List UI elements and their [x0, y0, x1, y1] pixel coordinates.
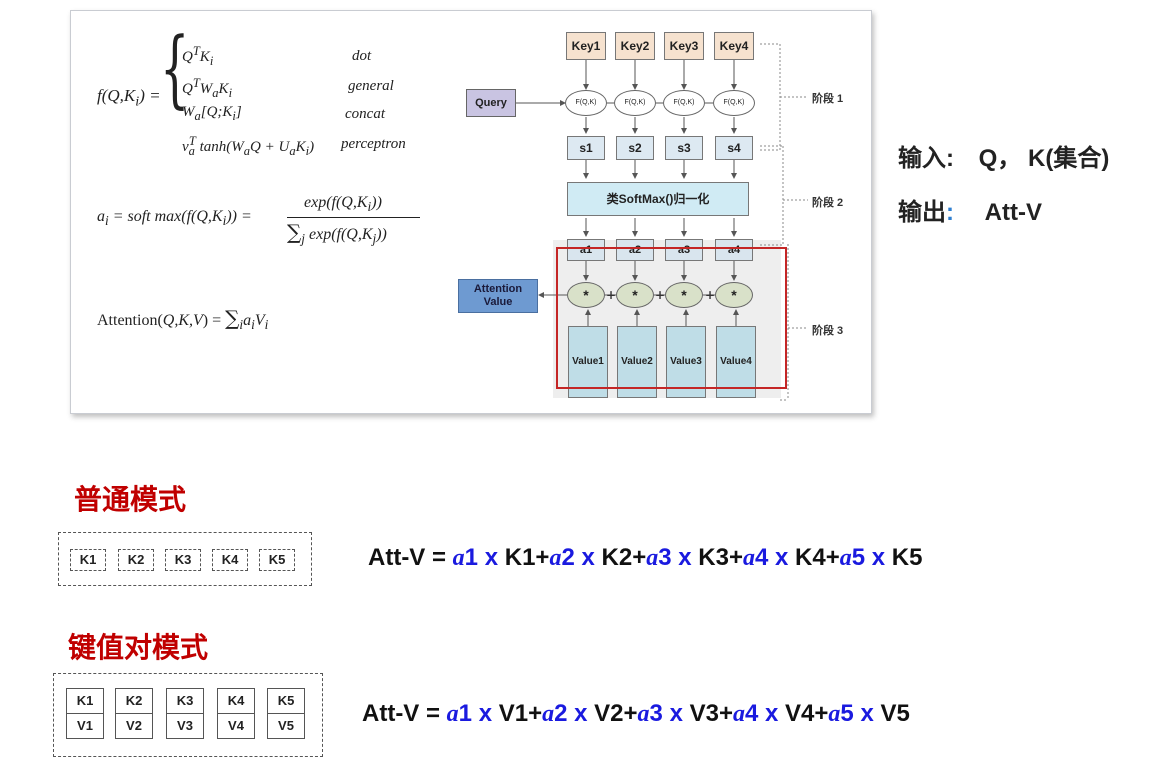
equation-term: a4 x V4+: [732, 700, 829, 727]
kv-value-4: V4: [217, 713, 255, 739]
kv-key-3: K3: [166, 688, 204, 714]
formula-a-fraction-bar: [287, 217, 420, 218]
formula-f-case-dot: QTKi: [182, 44, 214, 68]
stage-label-1: 阶段 1: [812, 93, 844, 105]
query-box: Query: [466, 89, 516, 117]
formula-f-lhs: f(Q,Ki) =: [97, 86, 161, 110]
equation-term: a5 x V5: [828, 700, 910, 727]
f-qk-node-4: F(Q,K): [713, 90, 755, 116]
equation-term: a4 x K4+: [742, 544, 840, 571]
equation-term: a2 x K2+: [549, 544, 647, 571]
kv-key-2: K2: [115, 688, 153, 714]
output-colon: :: [946, 199, 954, 226]
equation-term: a1 x V1+: [446, 700, 543, 727]
stage-label-3: 阶段 3: [812, 325, 844, 337]
multiply-node-4: *: [715, 282, 753, 308]
equation-term: a5 x K5: [839, 544, 923, 571]
normal-key-3: K3: [165, 549, 201, 571]
formula-f-case-general: QTWaKi: [182, 76, 233, 100]
formula-label-concat: concat: [345, 106, 385, 122]
output-label: 输出: [898, 199, 946, 226]
score-box-4: s4: [715, 136, 753, 160]
output-line: 输出: Att-V: [898, 192, 1042, 227]
equation-term: a1 x K1+: [452, 544, 550, 571]
value-box-1: Value1: [568, 326, 608, 398]
normal-mode-title: 普通模式: [74, 484, 187, 515]
kv-key-5: K5: [267, 688, 305, 714]
input-value: Q， K(集合): [978, 145, 1110, 172]
value-box-4: Value4: [716, 326, 756, 398]
equation-term: a2 x V2+: [542, 700, 638, 727]
equation-term: a3 x V3+: [637, 700, 733, 727]
formula-label-perceptron: perceptron: [341, 136, 406, 152]
key-box-4: Key4: [714, 32, 754, 60]
formula-a-lhs: ai = soft max(f(Q,Ki)) =: [97, 208, 252, 229]
formula-label-dot: dot: [352, 48, 372, 64]
kv-mode-title: 键值对模式: [68, 632, 209, 663]
equation-lhs: Att-V =: [368, 544, 446, 571]
key-box-1: Key1: [566, 32, 606, 60]
kv-mode-pair-group: [53, 673, 323, 757]
normal-key-1: K1: [70, 549, 106, 571]
softmax-normalize-box: 类SoftMax()归一化: [567, 182, 749, 216]
kv-key-1: K1: [66, 688, 104, 714]
attention-value-line2: Value: [483, 296, 513, 308]
normal-key-5: K5: [259, 549, 295, 571]
formula-attention: Attention(Q,K,V) = ∑iaiVi: [97, 306, 269, 333]
key-box-3: Key3: [664, 32, 704, 60]
stage3-highlight-border: [556, 247, 787, 389]
f-qk-node-2: F(Q,K): [614, 90, 656, 116]
output-value: Att-V: [984, 199, 1042, 226]
normal-key-2: K2: [118, 549, 154, 571]
svg-text:+: +: [655, 288, 665, 302]
multiply-node-3: *: [665, 282, 703, 308]
f-qk-node-3: F(Q,K): [663, 90, 705, 116]
stage-label-2: 阶段 2: [812, 197, 844, 209]
formula-label-general: general: [348, 78, 394, 94]
equation-lhs: Att-V =: [362, 700, 440, 727]
kv-value-5: V5: [267, 713, 305, 739]
weight-box-2: a2: [616, 239, 654, 261]
key-box-2: Key2: [615, 32, 655, 60]
kv-value-1: V1: [66, 713, 104, 739]
svg-text:+: +: [705, 288, 715, 302]
kv-value-2: V2: [115, 713, 153, 739]
weight-box-4: a4: [715, 239, 753, 261]
diagram-connectors: + + +: [516, 43, 808, 401]
formula-a-denominator: ∑j exp(f(Q,Kj)): [287, 220, 387, 247]
value-box-3: Value3: [666, 326, 706, 398]
formula-f-case-concat: Wa[Q;Ki]: [182, 104, 242, 123]
multiply-node-2: *: [616, 282, 654, 308]
svg-text:+: +: [606, 288, 616, 302]
normal-key-4: K4: [212, 549, 248, 571]
kv-mode-equation: Att-V = a1 x V1+a2 x V2+a3 x V3+a4 x V4+…: [362, 700, 910, 728]
equation-term: a3 x K3+: [646, 544, 743, 571]
kv-key-4: K4: [217, 688, 255, 714]
f-qk-node-1: F(Q,K): [565, 90, 607, 116]
normal-mode-equation: Att-V = a1 x K1+a2 x K2+a3 x K3+a4 x K4+…: [368, 544, 922, 572]
formula-f-case-perceptron: vaT tanh(WaQ + UaKi): [182, 134, 315, 158]
score-box-2: s2: [616, 136, 654, 160]
kv-value-3: V3: [166, 713, 204, 739]
score-box-1: s1: [567, 136, 605, 160]
multiply-node-1: *: [567, 282, 605, 308]
formula-f-brace: {: [160, 19, 190, 117]
formula-a-numerator: exp(f(Q,Ki)): [304, 194, 382, 215]
attention-value-box: Attention Value: [458, 279, 538, 313]
attention-value-line1: Attention: [473, 283, 523, 295]
score-box-3: s3: [665, 136, 703, 160]
value-box-2: Value2: [617, 326, 657, 398]
input-line: 输入: Q， K(集合): [898, 138, 1109, 173]
input-label: 输入:: [898, 145, 954, 172]
normal-mode-key-group: [58, 532, 312, 586]
